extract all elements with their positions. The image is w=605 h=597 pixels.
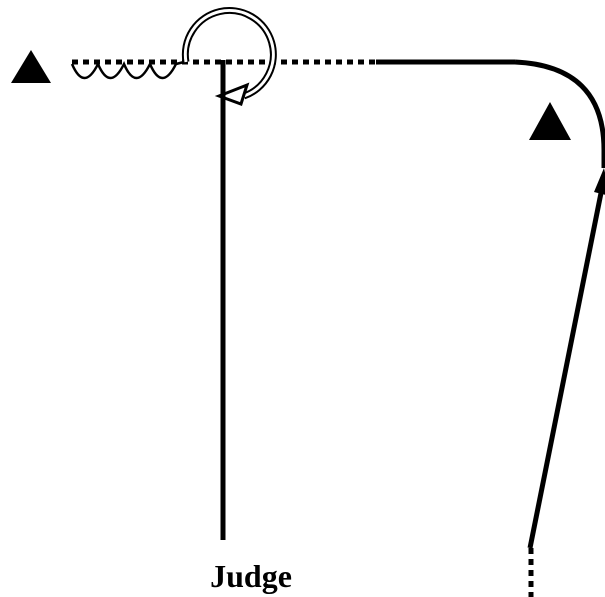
rounded-corner [514, 59, 605, 168]
loop-arrowhead [214, 82, 250, 106]
start-marker [11, 50, 51, 83]
diagonal-return-line [527, 187, 605, 549]
loop [181, 7, 277, 106]
corner-marker [529, 102, 571, 140]
wavy-segment [70, 60, 185, 80]
return-arrowhead [594, 168, 605, 195]
judge-label: Judge [210, 558, 292, 594]
